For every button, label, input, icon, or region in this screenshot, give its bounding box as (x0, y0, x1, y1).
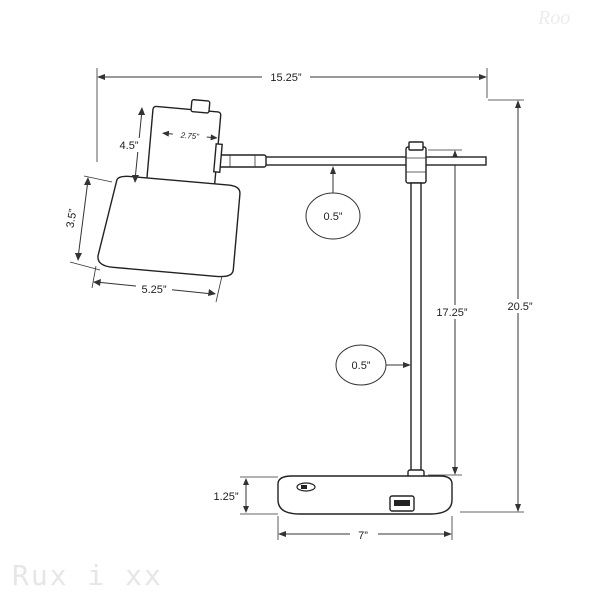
arm-diameter-callout: 0.5” (305, 166, 361, 240)
base-width-label: 7” (358, 530, 368, 542)
base-height-dimension: 1.25” (208, 476, 278, 515)
shade-width-dimension: 5.25” (91, 265, 223, 303)
lamp-arm (217, 141, 487, 184)
base-height-label: 1.25” (213, 491, 238, 503)
upper-width-label: 2.75” (179, 131, 199, 142)
total-height-label: 20.5” (507, 301, 532, 313)
lamp-pole (407, 182, 425, 485)
head-bracket (212, 143, 223, 174)
base-width-dimension: 7” (277, 516, 453, 542)
pole-height-label: 17.25” (436, 307, 468, 319)
shade-height-label: 3.5” (64, 208, 79, 229)
shade-width-label: 5.25” (141, 284, 166, 296)
watermark-bottom-left: Rux i xx (12, 559, 163, 592)
total-width-dimension: 15.25” (96, 68, 488, 162)
pole-diameter-callout: 0.5” (335, 344, 411, 386)
total-height-dimension: 20.5” (460, 99, 542, 513)
arm-diameter-label: 0.5” (324, 211, 343, 223)
knob (190, 99, 211, 114)
pole-height-dimension: 17.25” (428, 149, 474, 476)
watermark-top-right: Roo (537, 7, 570, 29)
shade-height-dimension: 3.5” (62, 175, 113, 271)
total-width-label: 15.25” (270, 72, 302, 84)
lamp-base (277, 475, 453, 515)
lamp-shade (97, 175, 241, 278)
pole-diameter-label: 0.5” (352, 360, 371, 372)
lamp-head: 2.75” (97, 99, 241, 278)
upper-height-label: 4.5” (120, 140, 139, 152)
upper-height-dimension: 4.5” (114, 107, 145, 183)
